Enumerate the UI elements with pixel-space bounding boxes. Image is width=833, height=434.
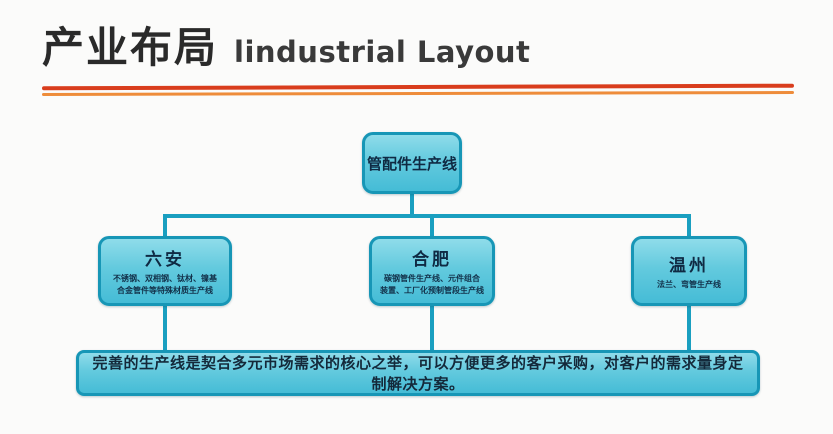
branch-desc-hefei: 碳钢管件生产线、元件组合 装置、工厂化预制管段生产线	[380, 274, 484, 295]
branch-desc-luan: 不锈钢、双相钢、钛材、镍基 合金管件等特殊材质生产线	[113, 274, 217, 295]
branch-node-wenzhou: 温州 法兰、弯管生产线	[631, 236, 747, 306]
connector-horizontal-bar	[163, 214, 691, 218]
connector-left-branch-stem	[163, 214, 167, 240]
branch-name-luan: 六安	[145, 250, 185, 271]
branch-desc-wenzhou: 法兰、弯管生产线	[657, 280, 721, 290]
connector-root-stem	[410, 192, 414, 218]
branch-node-hefei: 合肥 碳钢管件生产线、元件组合 装置、工厂化预制管段生产线	[369, 236, 495, 306]
root-node-label: 管配件生产线	[366, 154, 457, 173]
page-title-cn: 产业布局	[42, 23, 219, 72]
page-title: 产业布局 lindustrial Layout	[42, 14, 794, 75]
connector-right-branch-stem	[687, 214, 691, 240]
connector-left-summary-stem	[163, 304, 167, 352]
root-node: 管配件生产线	[362, 132, 462, 194]
branch-node-luan: 六安 不锈钢、双相钢、钛材、镍基 合金管件等特殊材质生产线	[98, 236, 232, 306]
header: 产业布局 lindustrial Layout	[41, 14, 795, 96]
page-title-en: lindustrial Layout	[234, 35, 531, 69]
summary-text: 完善的生产线是契合多元市场需求的核心之举，可以方便更多的客户采购，对客户的需求量…	[92, 354, 744, 393]
connector-middle-branch-stem	[430, 214, 434, 240]
branch-name-wenzhou: 温州	[669, 256, 709, 277]
connector-right-summary-stem	[687, 304, 691, 352]
connector-middle-summary-stem	[430, 304, 434, 352]
branch-name-hefei: 合肥	[412, 250, 452, 271]
summary-box: 完善的生产线是契合多元市场需求的核心之举，可以方便更多的客户采购，对客户的需求量…	[76, 350, 760, 396]
